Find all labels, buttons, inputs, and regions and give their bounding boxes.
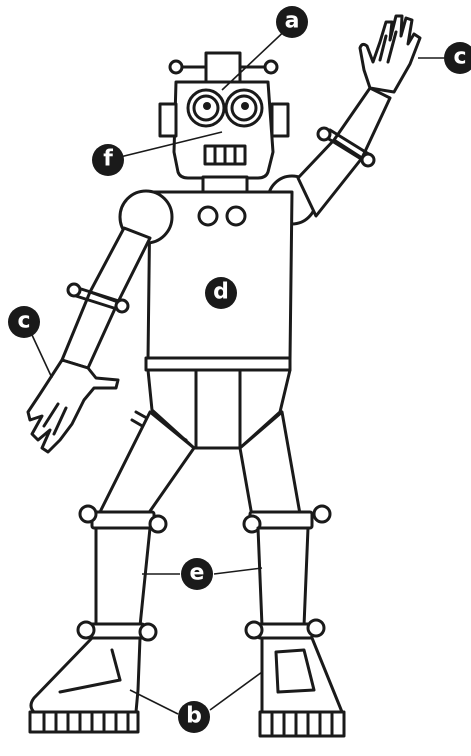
label-c-right: c — [444, 42, 471, 74]
label-d: d — [205, 277, 237, 309]
head — [160, 82, 288, 178]
svg-text:d: d — [213, 280, 229, 305]
svg-text:c: c — [453, 45, 466, 70]
antenna — [170, 53, 277, 83]
label-a: a — [276, 6, 308, 38]
svg-text:a: a — [285, 9, 300, 34]
svg-text:e: e — [190, 561, 205, 586]
label-f: f — [92, 144, 124, 176]
label-b: b — [178, 701, 210, 733]
svg-text:c: c — [17, 309, 30, 334]
svg-text:f: f — [103, 147, 113, 172]
leader-b-right — [210, 672, 262, 710]
robot-figure — [28, 16, 420, 736]
label-c-left: c — [8, 306, 40, 338]
label-e: e — [181, 558, 213, 590]
svg-text:b: b — [186, 704, 202, 729]
leader-e-right — [214, 568, 262, 574]
